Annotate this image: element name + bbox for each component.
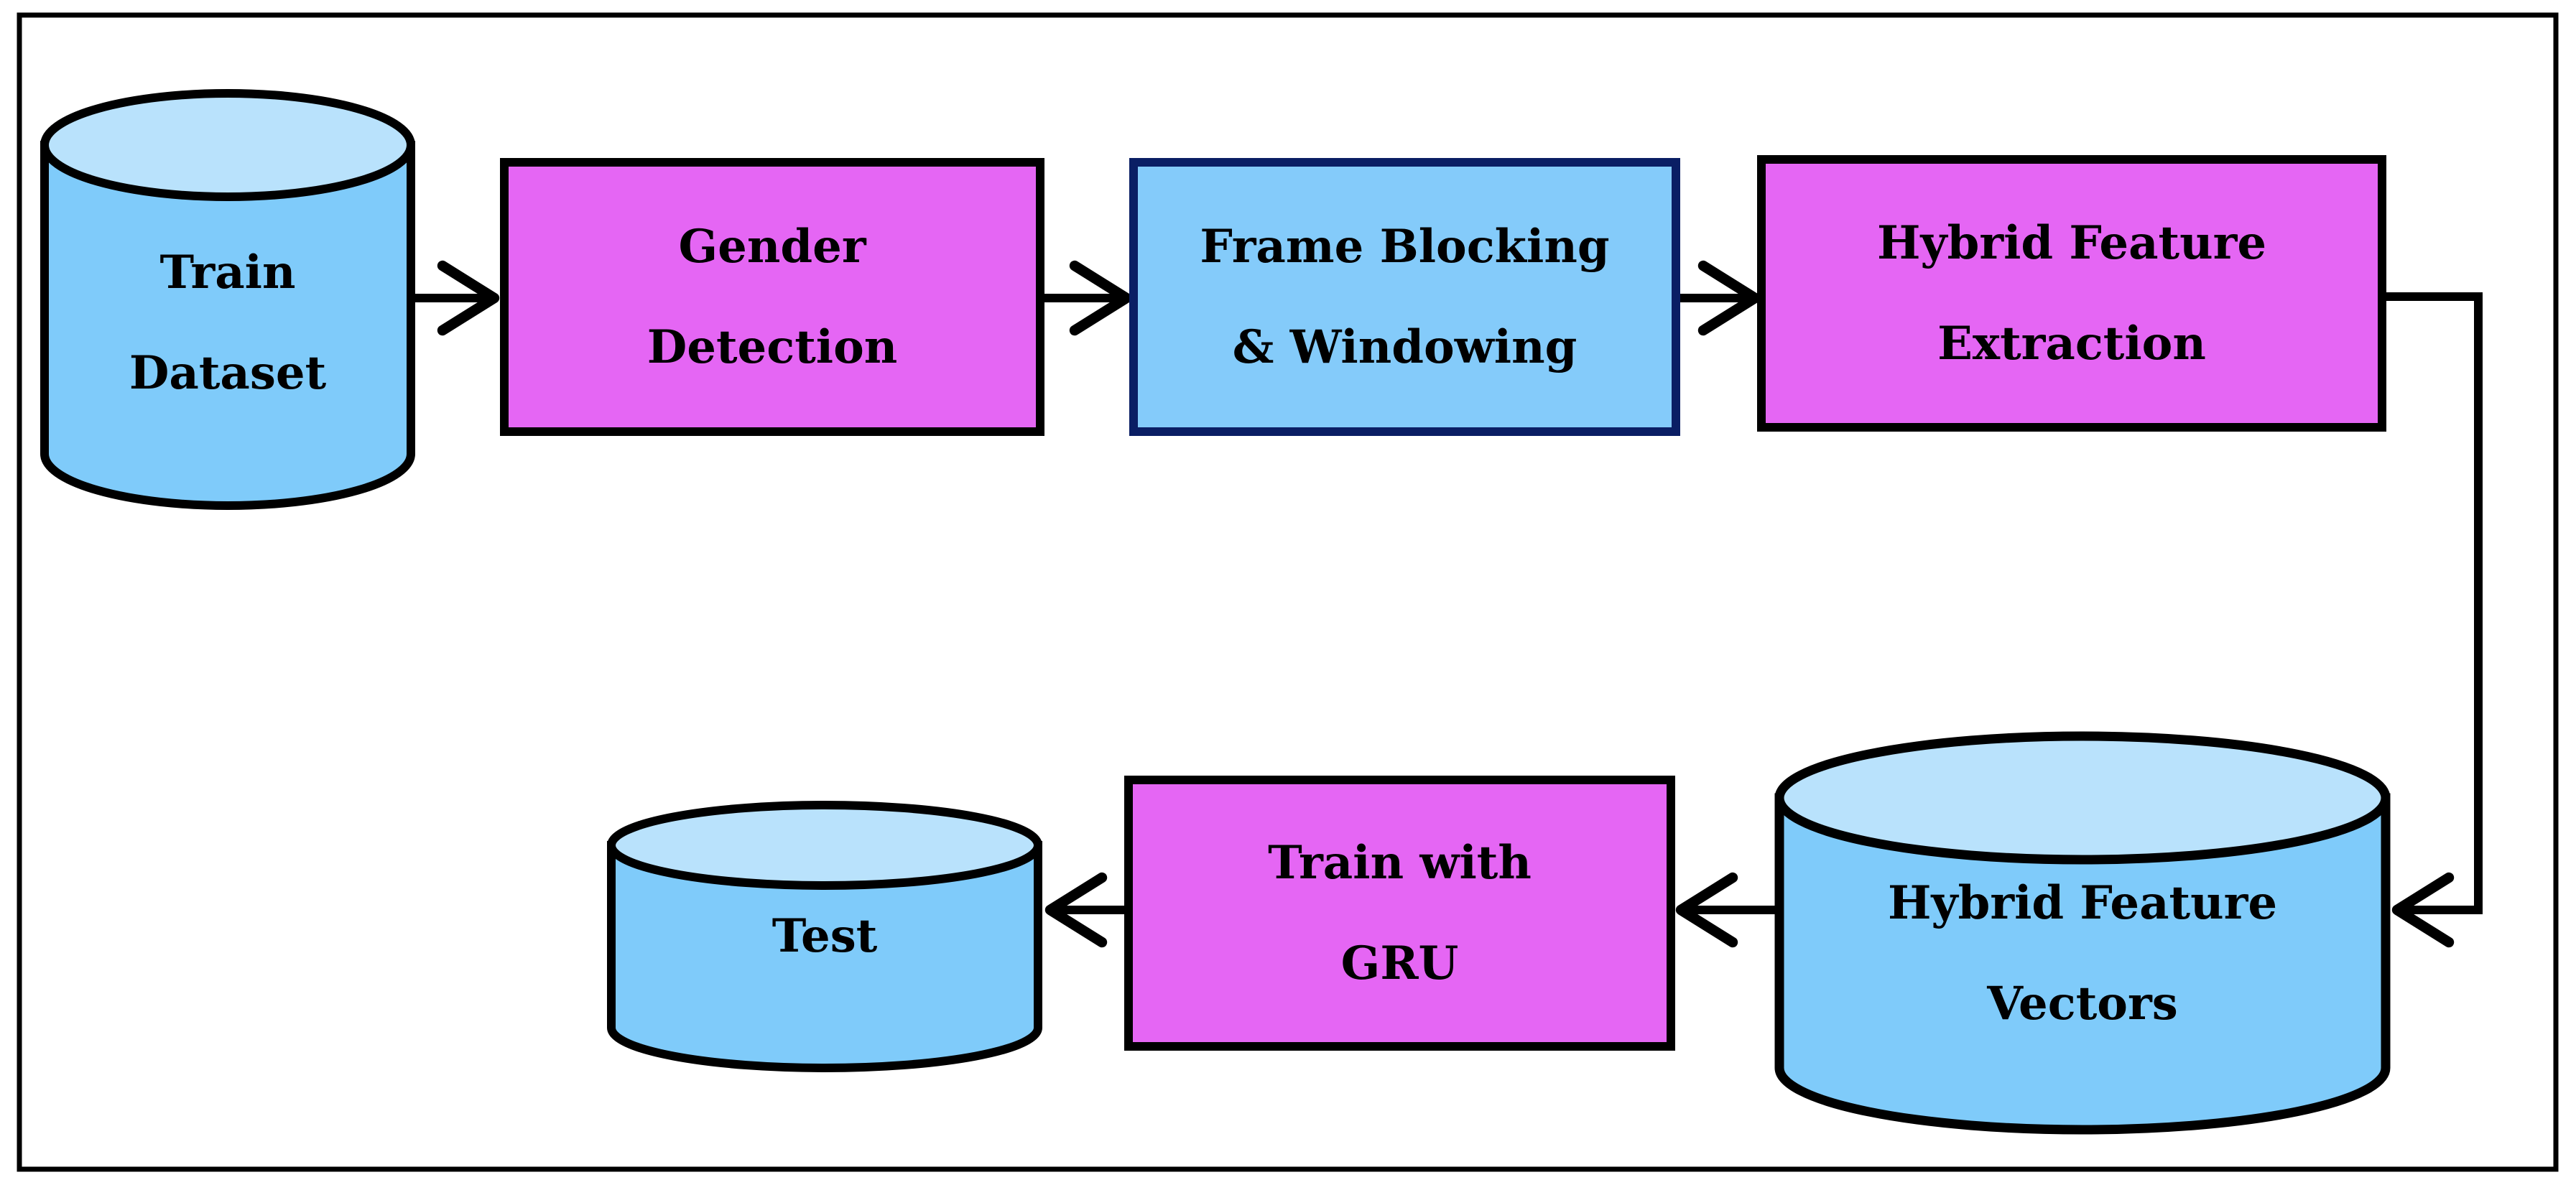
test-cylinder: [607, 801, 1042, 1072]
test-cylinder-body: [607, 841, 1042, 1072]
train-dataset-cylinder-top: [40, 89, 415, 201]
gender-detection-box: [500, 158, 1044, 436]
train-dataset-cylinder: [40, 89, 415, 510]
test-cylinder-top: [607, 801, 1042, 890]
arrow-hybrid-feature-extraction-to-hybrid-feature-vectors: [2383, 292, 2483, 948]
outer-frame: [17, 12, 2559, 1172]
hybrid-feature-extraction-box: [1757, 155, 2386, 432]
hybrid-feature-vectors-cylinder: [1774, 731, 2391, 1135]
train-with-gru-box: [1124, 776, 1675, 1051]
frame-blocking-windowing-box: [1129, 158, 1680, 436]
hybrid-feature-vectors-cylinder-top: [1774, 731, 2391, 865]
train-dataset-cylinder-body: [40, 141, 415, 510]
hybrid-feature-vectors-cylinder-body: [1774, 793, 2391, 1135]
